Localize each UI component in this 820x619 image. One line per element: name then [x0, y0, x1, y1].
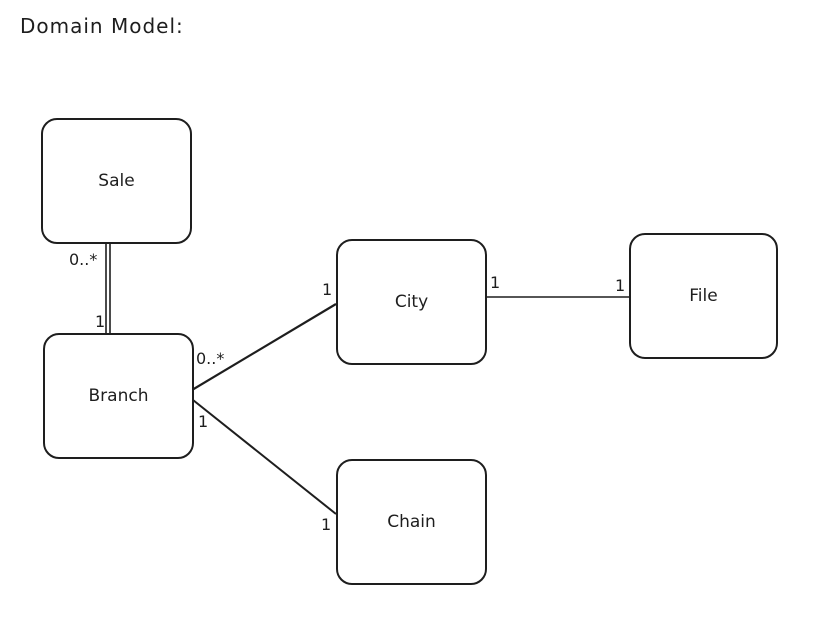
entity-chain[interactable]: Chain [336, 459, 487, 585]
multiplicity-sale-branch-branch-end: 1 [95, 312, 106, 331]
multiplicity-city-file-city-end: 1 [490, 273, 501, 292]
multiplicity-branch-chain-chain-end: 1 [321, 515, 332, 534]
entity-sale-label: Sale [98, 171, 135, 191]
entity-sale[interactable]: Sale [41, 118, 192, 244]
multiplicity-city-file-file-end: 1 [615, 276, 626, 295]
multiplicity-branch-city-branch-end: 0..* [196, 349, 225, 368]
multiplicity-branch-city-city-end: 1 [322, 280, 333, 299]
line-branch-chain [192, 399, 337, 515]
line-branch-city [191, 303, 337, 391]
entity-city[interactable]: City [336, 239, 487, 365]
multiplicity-branch-chain-branch-end: 1 [198, 412, 209, 431]
entity-file-label: File [689, 286, 718, 306]
entity-branch-label: Branch [88, 386, 149, 406]
entity-city-label: City [394, 292, 429, 312]
entity-branch[interactable]: Branch [43, 333, 194, 459]
diagram-title: Domain Model: [20, 14, 184, 38]
multiplicity-sale-branch-sale-end: 0..* [69, 250, 98, 269]
entity-chain-label: Chain [387, 512, 436, 532]
entity-file[interactable]: File [629, 233, 778, 359]
